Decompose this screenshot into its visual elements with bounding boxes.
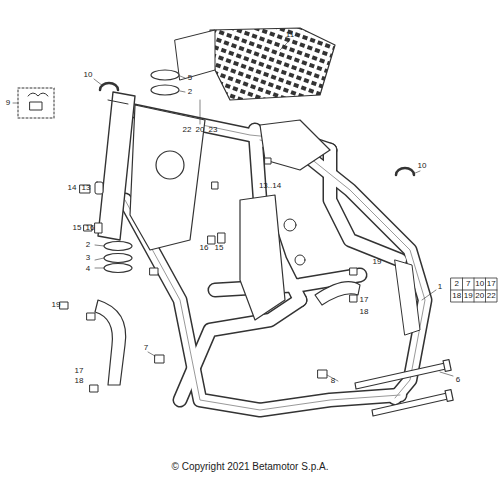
callout-number: 19 <box>52 301 61 309</box>
callout-number: 2 <box>188 88 192 96</box>
copyright-caption: © Copyright 2021 Betamotor S.p.A. <box>172 461 329 472</box>
table-cell: 2 <box>455 280 459 288</box>
table-cell: 19 <box>464 292 473 300</box>
callout-number: 14 <box>68 184 77 192</box>
callout-number: 23 <box>209 126 218 134</box>
callout-number: 15 <box>215 244 224 252</box>
table-cell: 17 <box>487 280 496 288</box>
callout-number: 18 <box>360 308 369 316</box>
callout-number: 22 <box>183 126 192 134</box>
callout-number: 17 <box>75 367 84 375</box>
table-cell: 7 <box>466 280 470 288</box>
callout-number: 20 <box>196 126 205 134</box>
callout-number: 13 <box>82 184 91 192</box>
table-cell: 22 <box>487 292 496 300</box>
callout-number: 16 <box>86 224 95 232</box>
callout-number: 5 <box>188 74 192 82</box>
callout-number: 16 <box>200 244 209 252</box>
table-cell: 10 <box>475 280 484 288</box>
callout-number: 15 <box>73 224 82 232</box>
callout-number: 2 <box>86 241 90 249</box>
callout-number: 8 <box>331 377 335 385</box>
callout-number: 9 <box>6 99 10 107</box>
callout-number: 7 <box>144 344 148 352</box>
callout-number: 11 <box>286 31 294 39</box>
callout-number: 17 <box>360 296 369 304</box>
callout-number: 4 <box>86 265 90 273</box>
callout-number: 6 <box>456 376 460 384</box>
callout-number: 18 <box>75 377 84 385</box>
callout-number: 3 <box>86 254 90 262</box>
table-cell: 20 <box>475 292 484 300</box>
table-cell: 18 <box>452 292 461 300</box>
callout-number: 10 <box>418 162 427 170</box>
callout-number: 10 <box>84 71 93 79</box>
callout-number: 13..14 <box>259 182 281 190</box>
callout-number: 1 <box>438 283 442 291</box>
callout-number: 19 <box>373 258 382 266</box>
